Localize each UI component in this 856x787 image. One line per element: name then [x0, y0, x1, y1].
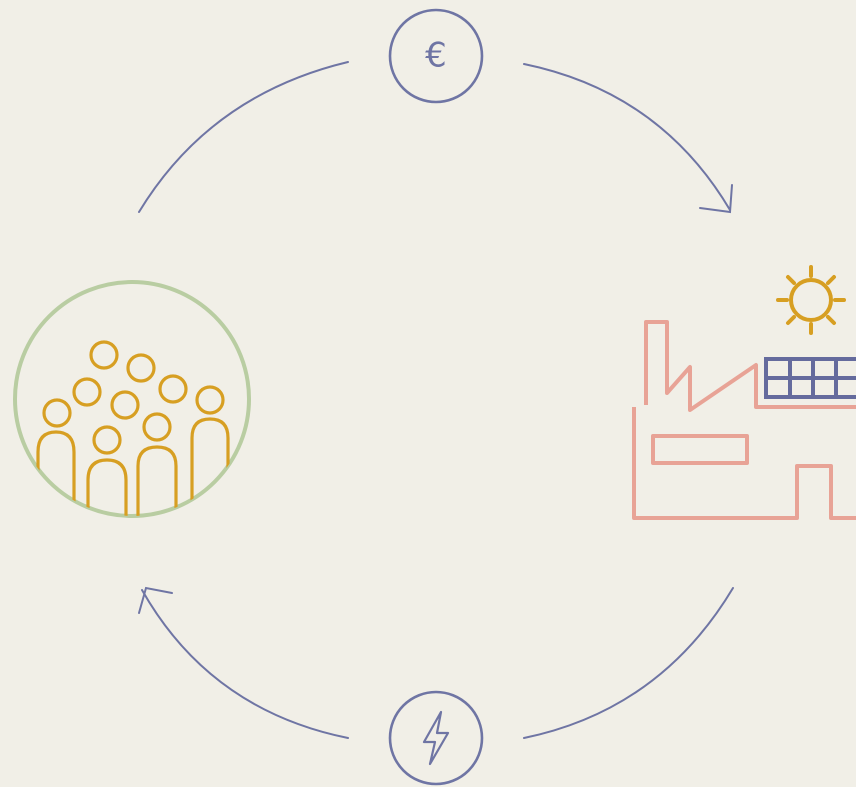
person-body [190, 417, 230, 516]
electricity-arc-left [141, 589, 349, 739]
factory-window [651, 434, 749, 465]
electricity-arrowhead [138, 586, 173, 614]
payment-flow: € [138, 8, 733, 214]
euro-icon-ring [388, 8, 484, 104]
person-head [72, 377, 102, 407]
euro-symbol: € [425, 36, 447, 76]
person-body [136, 445, 178, 516]
solar-panel [764, 357, 856, 399]
factory-base [632, 407, 856, 520]
person-head [126, 353, 156, 383]
factory-building [632, 320, 856, 520]
payment-arrowhead [699, 184, 733, 214]
lightning-bolt [422, 710, 450, 766]
sun-rays [776, 265, 846, 335]
lightning-bolt-icon [388, 690, 484, 786]
payment-arc-right [523, 63, 731, 211]
factory-with-solar-icon [632, 265, 856, 520]
electricity-flow [138, 586, 734, 786]
solar-panel-grid [766, 359, 856, 397]
electricity-arc-right [523, 587, 734, 739]
people-group-icon [13, 280, 251, 518]
factory-outline [644, 320, 856, 412]
person-head [195, 385, 225, 415]
lightning-icon-ring [388, 690, 484, 786]
payment-arc-left [138, 61, 349, 213]
person-body [86, 458, 128, 516]
person-head [142, 412, 172, 442]
person-head [158, 374, 188, 404]
person-head [92, 425, 122, 455]
euro-icon: € [388, 8, 484, 104]
sun-disc [789, 278, 833, 322]
people-figures [36, 340, 230, 516]
sun-icon [776, 265, 846, 335]
person-head [110, 390, 140, 420]
person-head [89, 340, 119, 370]
community-ring [13, 280, 251, 518]
person-head [42, 398, 72, 428]
person-body [36, 430, 76, 516]
